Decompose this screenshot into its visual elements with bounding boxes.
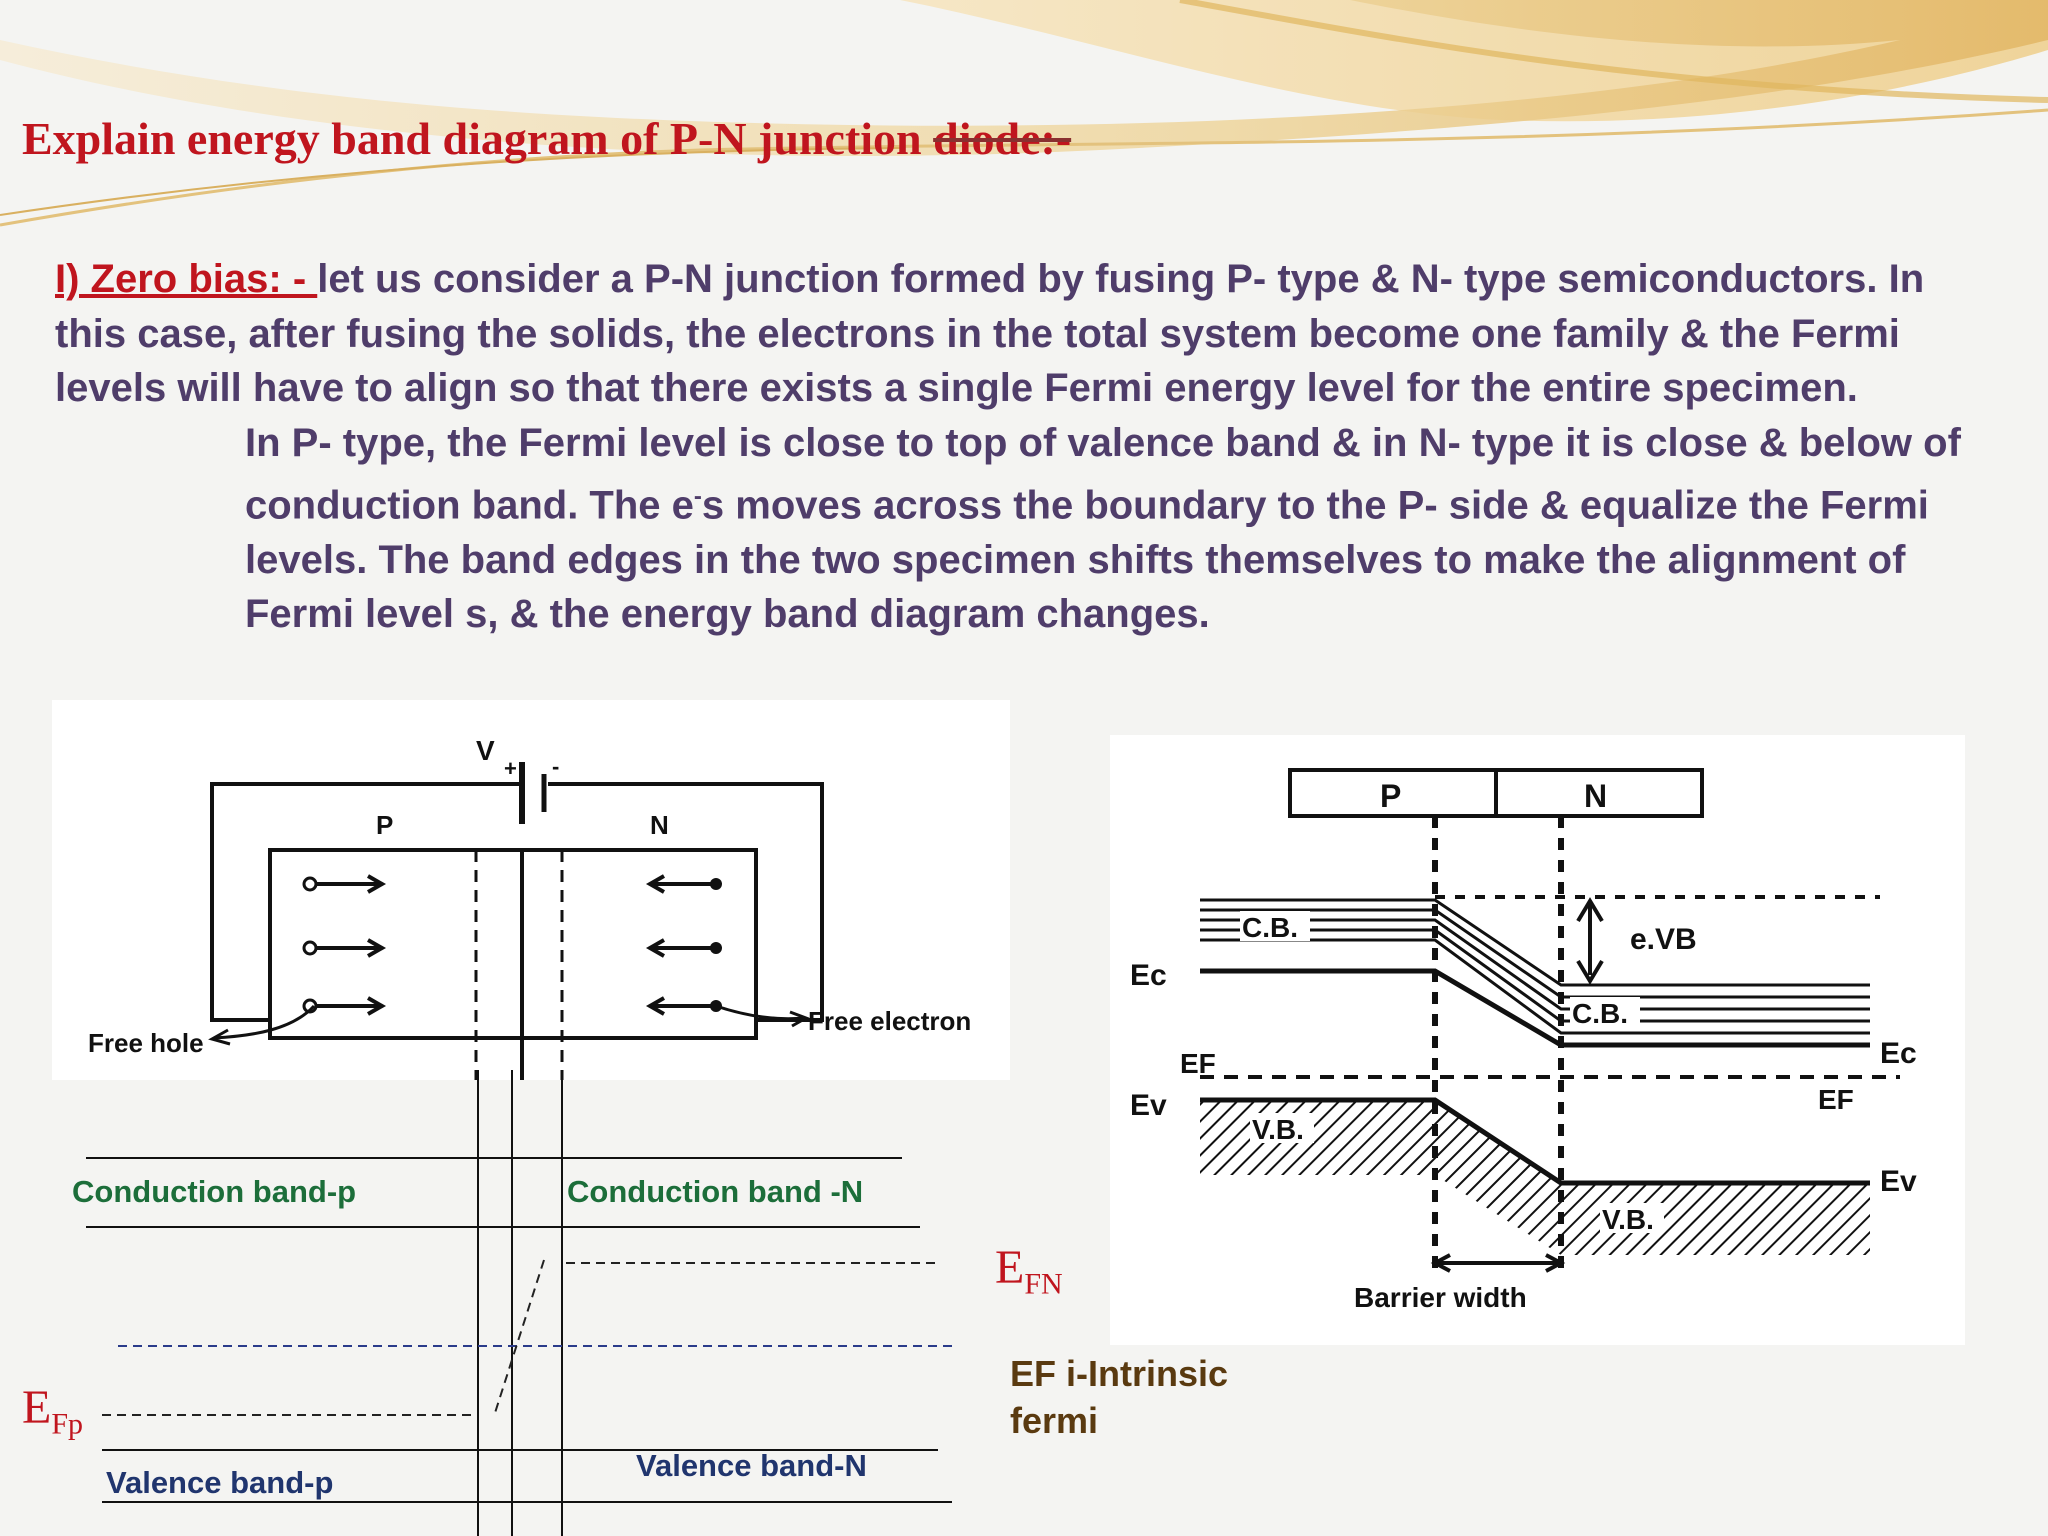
free-hole-label: Free hole: [88, 1028, 204, 1058]
body-text: I) Zero bias: - let us consider a P-N ju…: [55, 252, 2005, 642]
efp-sub: Fp: [51, 1407, 84, 1441]
ev-left-label: Ev: [1130, 1089, 1167, 1122]
barrier-width-label: Barrier width: [1354, 1282, 1527, 1313]
ec-left-label: Ec: [1130, 959, 1167, 992]
ef-left-label: EF: [1180, 1048, 1216, 1079]
battery-plus: +: [504, 756, 517, 781]
n-region-label: N: [650, 810, 669, 840]
efn-label: EFN: [995, 1240, 1063, 1302]
paragraph-zero-bias: I) Zero bias: - let us consider a P-N ju…: [55, 252, 2005, 416]
energy-band-drawing: P N: [1130, 768, 1917, 1313]
vb-left-label: V.B.: [1252, 1114, 1304, 1145]
conduction-band-p-label: Conduction band-p: [72, 1174, 357, 1209]
efn-sub: FN: [1024, 1267, 1063, 1301]
ef-right-label: EF: [1818, 1084, 1854, 1115]
intrinsic-fermi-line2: fermi: [1010, 1400, 1099, 1441]
title-tail: diode:-: [933, 113, 1072, 164]
battery-minus: -: [552, 754, 559, 779]
paragraph2-text-a: In P- type, the Fermi level is close to …: [245, 420, 1961, 528]
efn-main: E: [995, 1241, 1025, 1294]
intrinsic-fermi-label: EF i-Intrinsic fermi: [1010, 1350, 1228, 1444]
evb-label: e.VB: [1630, 923, 1697, 956]
ev-right-label: Ev: [1880, 1165, 1917, 1198]
paragraph-fermi: In P- type, the Fermi level is close to …: [55, 416, 2005, 642]
paragraph1-text: let us consider a P-N junction formed by…: [55, 257, 1925, 410]
band-sketch: [86, 1070, 956, 1536]
efp-main: E: [22, 1381, 52, 1434]
valence-band-p-label: Valence band-p: [106, 1465, 334, 1500]
intrinsic-fermi-line1: EF i-Intrinsic: [1010, 1353, 1229, 1394]
zero-bias-heading: I) Zero bias: -: [55, 257, 318, 301]
cb-left-label: C.B.: [1242, 912, 1298, 943]
efp-label: EFp: [22, 1380, 83, 1442]
slide-title: Explain energy band diagram of P-N junct…: [22, 112, 1071, 165]
vb-right-label: V.B.: [1602, 1204, 1654, 1235]
cb-right-label: C.B.: [1572, 998, 1628, 1029]
electron-superscript: -: [693, 483, 702, 510]
free-electron-label: Free electron: [808, 1006, 971, 1036]
band-p-label: P: [1380, 778, 1401, 814]
paragraph2-text-b: s moves across the boundary to the P- si…: [245, 483, 1929, 637]
p-region-label: P: [376, 810, 393, 840]
ec-right-label: Ec: [1880, 1037, 1917, 1070]
voltage-label: V: [476, 735, 495, 766]
conduction-band-n-label: Conduction band -N: [567, 1174, 864, 1209]
valence-band-n-label: Valence band-N: [636, 1448, 867, 1483]
band-n-label: N: [1584, 778, 1607, 814]
pn-junction-circuit-drawing: V + - P N Free hole Free electron: [88, 735, 971, 1080]
pn-junction-circuit-figure: V + - P N Free hole Free electron: [52, 700, 1010, 1080]
title-main: Explain energy band diagram of P-N junct…: [22, 113, 934, 164]
energy-band-figure: P N: [1110, 735, 1965, 1345]
